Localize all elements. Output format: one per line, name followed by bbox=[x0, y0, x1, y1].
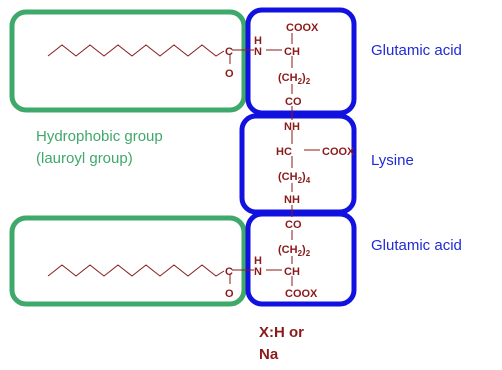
ch2-bottom: (CH2)2 bbox=[278, 244, 311, 258]
ch2-bot-close: ) bbox=[302, 244, 306, 256]
hydrophobic-label-line2: (lauroyl group) bbox=[36, 150, 133, 167]
ch2-top-open: (CH bbox=[278, 72, 298, 84]
glutamic-acid-box-top bbox=[245, 7, 357, 116]
ch2-bot-sub: 2 bbox=[298, 249, 303, 258]
ch2-top: (CH2)2 bbox=[278, 72, 311, 86]
ch2-lys-sub: 2 bbox=[298, 176, 303, 185]
ch2-4-lysine: (CH2)4 bbox=[278, 171, 311, 185]
label-glutamic-acid-bottom: Glutamic acid bbox=[371, 237, 462, 254]
bonds bbox=[229, 33, 320, 286]
hydrophobic-box-top bbox=[9, 9, 247, 113]
ch2-bot-count: 2 bbox=[306, 249, 311, 258]
co-bottom: CO bbox=[285, 219, 302, 231]
amide-h-bottom: H bbox=[254, 255, 262, 267]
hydrophobic-group-label: Hydrophobic group (lauroyl group) bbox=[36, 126, 163, 170]
glutamic-acid-box-bottom bbox=[245, 211, 357, 307]
ch2-bot-open: (CH bbox=[278, 244, 298, 256]
amide-n-bottom: N bbox=[254, 266, 262, 278]
ch2-top-sub: 2 bbox=[298, 77, 303, 86]
amide-n-top: N bbox=[254, 46, 262, 58]
coox-lysine: COOX bbox=[322, 146, 355, 158]
x-label-line2: Na bbox=[259, 346, 279, 363]
ch2-top-count: 2 bbox=[306, 77, 311, 86]
carbonyl-o-top: O bbox=[225, 68, 234, 80]
co-top: CO bbox=[285, 96, 302, 108]
label-glutamic-acid-top: Glutamic acid bbox=[371, 42, 462, 59]
hydrophobic-label-line1: Hydrophobic group bbox=[36, 128, 163, 145]
label-lysine: Lysine bbox=[371, 152, 414, 169]
coox-top: COOX bbox=[286, 22, 319, 34]
ch2-lys-close: ) bbox=[302, 171, 306, 183]
lauroyl-chain-top bbox=[47, 44, 225, 57]
hydrophobic-box-bottom bbox=[9, 215, 247, 307]
ch2-top-close: ) bbox=[302, 72, 306, 84]
alpha-ch-top: CH bbox=[284, 46, 300, 58]
x-substituent-label: X:H or Na bbox=[259, 322, 304, 366]
x-label-line1: X:H or bbox=[259, 324, 304, 341]
carbonyl-c-top: C bbox=[225, 46, 233, 58]
coox-bottom: COOX bbox=[285, 288, 318, 300]
alpha-ch-bottom: CH bbox=[284, 266, 300, 278]
carbonyl-o-bottom: O bbox=[225, 288, 234, 300]
ch2-lys-open: (CH bbox=[278, 171, 298, 183]
ch2-lys-count: 4 bbox=[306, 176, 311, 185]
nh-lysine-top: NH bbox=[284, 121, 300, 133]
carbonyl-c-bottom: C bbox=[225, 266, 233, 278]
hc-lysine: HC bbox=[276, 146, 292, 158]
lauroyl-chain-bottom bbox=[47, 264, 225, 277]
nh-lysine-bottom: NH bbox=[284, 194, 300, 206]
amide-h-top: H bbox=[254, 35, 262, 47]
